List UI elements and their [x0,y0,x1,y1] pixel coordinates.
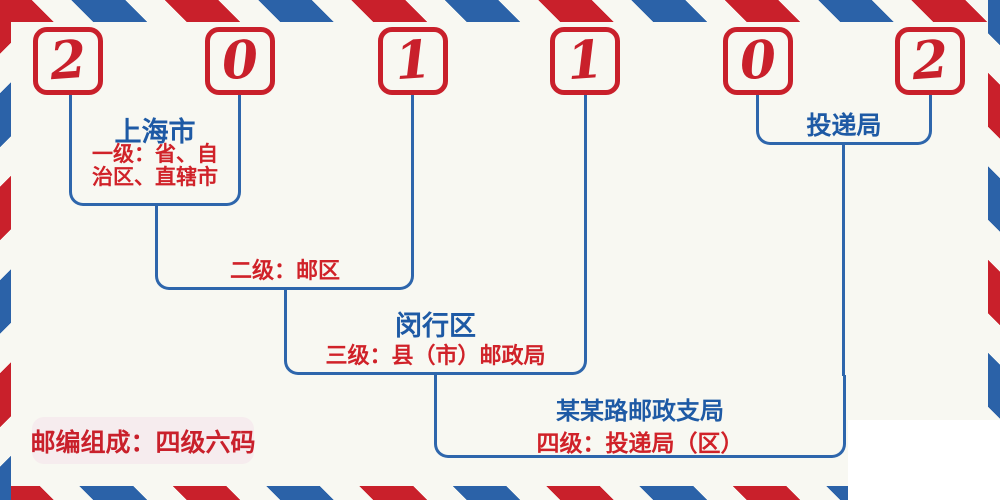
digit-box-6: 2 [895,27,965,95]
digit-box-3: 1 [378,27,448,95]
airmail-border-left [0,0,11,500]
digit-6: 2 [909,28,951,93]
corner-white-patch [848,420,1000,500]
bracket-level4 [434,375,846,458]
level4-desc-label: 四级：投递局（区） [536,431,744,457]
connector-delivery [842,145,845,376]
connector-digit3 [411,95,414,207]
digit-4: 1 [564,28,606,93]
digit-2: 0 [219,28,261,93]
level3-desc-label: 三级：县（市）邮政局 [325,344,546,369]
airmail-border-right [988,0,1000,500]
airmail-border-bottom [0,486,1000,500]
level4-name-label: 某某路邮政支局 [556,396,724,425]
digit-box-2: 0 [205,27,275,95]
level1-name-label: 上海市 [114,117,196,148]
digit-1: 2 [47,28,89,93]
bracket-level2 [155,206,414,290]
level1-desc-label: 一级：省、自 治区、直辖市 [49,143,261,189]
connector-digit4 [584,95,587,291]
postal-code-composition-badge: 邮编组成：四级六码 [31,417,256,464]
airmail-border-top [0,0,1000,22]
level2-desc-label: 二级：邮区 [229,259,340,284]
level1-desc-line1: 一级：省、自 [92,142,218,166]
level3-name-label: 闵行区 [395,311,476,342]
digit-box-1: 2 [33,27,103,95]
bracket-delivery-office [756,95,932,145]
bracket-level1 [69,95,241,206]
digit-5: 0 [737,28,779,93]
digit-box-4: 1 [550,27,620,95]
delivery-office-label: 投递局 [806,111,882,140]
digit-box-5: 0 [723,27,793,95]
digit-3: 1 [392,28,434,93]
bracket-level3 [284,290,587,375]
level1-desc-line2: 治区、直辖市 [92,165,218,189]
